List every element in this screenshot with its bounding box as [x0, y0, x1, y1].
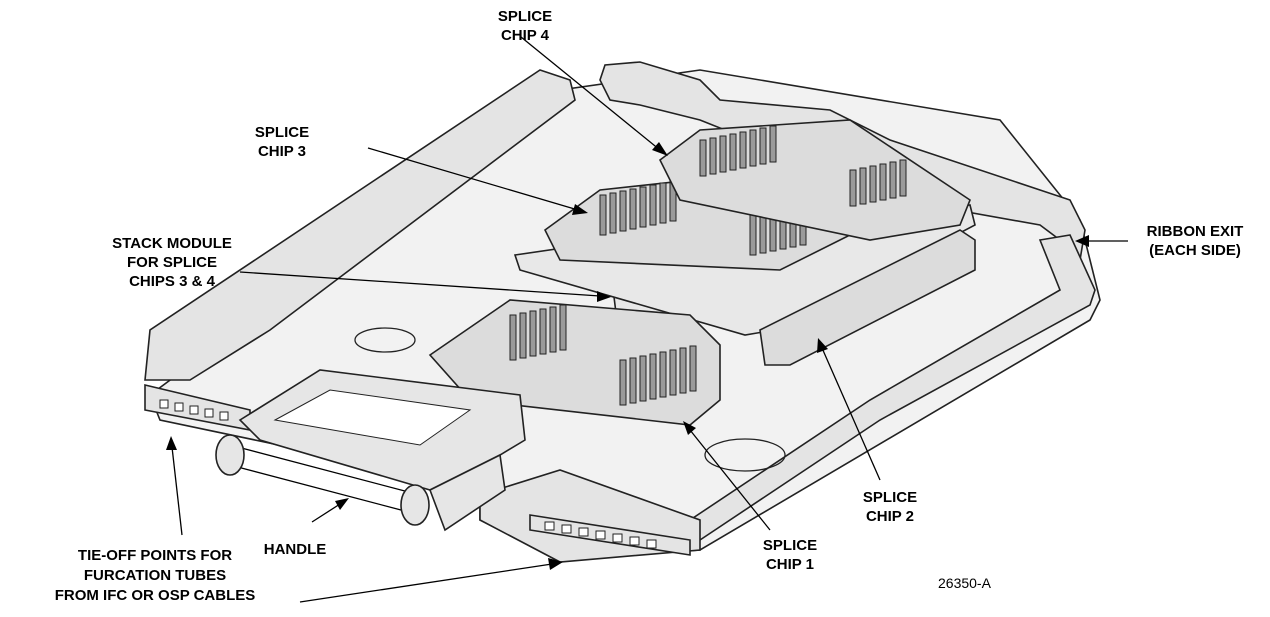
handle-knob-left	[215, 434, 245, 476]
floor-hole	[704, 438, 786, 472]
label-line: CHIP 3	[257, 143, 307, 160]
label-tie-off-points: TIE-OFF POINTS FOR FURCATION TUBES FROM …	[5, 546, 305, 606]
label-handle: HANDLE	[245, 540, 345, 559]
label-line: FOR SPLICE	[126, 254, 217, 271]
label-line: FROM IFC OR OSP CABLES	[54, 587, 256, 604]
label-splice-chip-2: SPLICE CHIP 2	[840, 488, 940, 526]
label-splice-chip-1: SPLICE CHIP 1	[740, 536, 840, 574]
label-splice-chip-4: SPLICE CHIP 4	[475, 7, 575, 45]
label-line: STACK MODULE	[112, 235, 232, 252]
handle-knob-right	[400, 484, 430, 526]
label-ribbon-exit: RIBBON EXIT (EACH SIDE)	[1130, 222, 1260, 260]
ribbon-exit-channel	[688, 234, 1096, 542]
label-line: (EACH SIDE)	[1149, 242, 1241, 259]
leader-lines	[166, 36, 1128, 603]
tray-back-wall	[144, 69, 576, 381]
label-line: SPLICE	[254, 124, 310, 141]
tie-off-comb-front	[529, 514, 691, 556]
splice-chip-2	[759, 229, 976, 366]
label-line: CHIP 1	[765, 556, 815, 573]
label-line: SPLICE	[497, 8, 553, 25]
label-stack-module: STACK MODULE FOR SPLICE CHIPS 3 & 4	[92, 234, 252, 291]
label-line: CHIPS 3 & 4	[129, 273, 215, 290]
label-line: RIBBON EXIT	[1146, 223, 1244, 240]
label-splice-chip-3: SPLICE CHIP 3	[232, 123, 332, 161]
label-line: TIE-OFF POINTS FOR	[77, 547, 233, 564]
label-line: CHIP 2	[865, 508, 915, 525]
label-line: SPLICE	[862, 489, 918, 506]
figure-id: 26350-A	[938, 575, 991, 591]
label-line: HANDLE	[263, 541, 327, 558]
handle-assembly	[215, 369, 526, 532]
floor-hole	[354, 327, 416, 353]
splice-chip-4	[658, 119, 971, 241]
label-line: SPLICE	[762, 537, 818, 554]
label-line: CHIP 4	[500, 27, 550, 44]
label-line: FURCATION TUBES	[83, 567, 227, 584]
tie-off-comb-left	[144, 383, 251, 431]
